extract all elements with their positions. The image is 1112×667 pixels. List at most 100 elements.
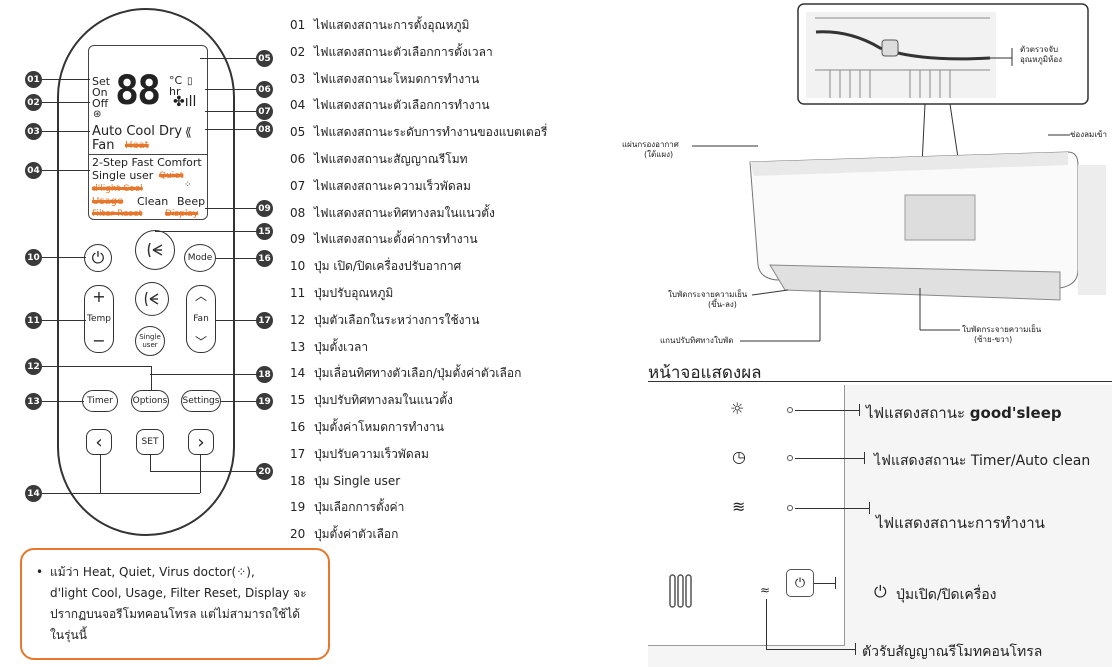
legend-number: 20 <box>290 527 306 542</box>
settings-label: Settings <box>182 396 220 406</box>
timer-label: Timer <box>87 396 113 406</box>
single-user-button[interactable]: Single user <box>135 326 165 356</box>
swing-direction-button[interactable] <box>135 282 169 316</box>
swing-direction-icon <box>144 291 159 307</box>
options-label: Options <box>132 396 168 406</box>
leader-20-v <box>150 455 151 471</box>
note-line-2: d'light Cool, Usage, Filter Reset, Displ… <box>50 586 307 600</box>
user-label: user <box>142 341 158 349</box>
leader-operation <box>795 508 870 509</box>
timer-icon: ◷ <box>732 447 746 466</box>
single-label: Single <box>139 333 161 341</box>
legend-number: 16 <box>290 420 306 434</box>
callout-13: 13 <box>25 393 42 410</box>
legend-number: 08 <box>290 205 306 220</box>
leader-04 <box>42 170 90 171</box>
leader-08 <box>205 129 258 130</box>
leader-20 <box>150 471 258 472</box>
lcd-usage: Usage <box>92 196 124 207</box>
legend-number: 02 <box>290 44 306 59</box>
receiver-label: ตัวรับสัญญาณรีโมทคอนโทรล <box>862 644 1043 660</box>
plus-icon: + <box>92 287 106 306</box>
lcd-unit-hr: hr <box>169 85 181 98</box>
legend-text: ไฟแสดงสถานะความเร็วพัดลม <box>314 178 471 193</box>
power-button[interactable]: ⏻ <box>84 244 112 272</box>
leader-07 <box>205 111 258 112</box>
callout-09: 09 <box>256 200 273 217</box>
power-symbol-icon: ⏻ <box>874 582 887 601</box>
leader-power-tick <box>835 577 836 589</box>
leader-receiver-tick <box>855 643 856 655</box>
legend-number: 10 <box>290 259 306 274</box>
leader-05 <box>200 58 258 59</box>
clock-icon: ⊛ <box>93 109 102 120</box>
temp-label: Temp <box>87 314 111 324</box>
bullet-icon: • <box>36 565 44 579</box>
leader-good-sleep <box>795 410 860 411</box>
blade-label: ใบพัดกระจายความเย็น(ขึ้น-ลง) <box>668 290 748 309</box>
legend-text: ไฟแสดงสถานะตัวเลือกการทำงาน <box>314 98 490 113</box>
mode-button[interactable]: Mode <box>184 244 216 272</box>
legend-text: ปุ่มเลือกการตั้งค่า <box>314 500 405 515</box>
ac-unit-illustration <box>692 3 1106 342</box>
legend-text: ไฟแสดงสถานะการตั้งอุณหภูมิ <box>314 18 470 32</box>
blade-shaft-label: แกนปรับทิศทางใบพัด <box>660 336 734 345</box>
power-icon: ⏻ <box>91 248 105 267</box>
fan-button[interactable]: ︿ Fan ﹀ <box>186 285 216 353</box>
legend-text: ไฟแสดงสถานะตัวเลือกการตั้งเวลา <box>314 44 493 59</box>
timer-button[interactable]: Timer <box>82 390 118 412</box>
legend-text: ปุ่มปรับอุณหภูมิ <box>314 286 394 300</box>
lcd-dlight-cool: d'light Cool <box>92 184 143 194</box>
set-button[interactable]: SET <box>136 429 164 455</box>
louver-label: ใบพัดกระจายความเย็น(ซ้าย-ขวา) <box>962 325 1042 344</box>
temp-button[interactable]: + Temp − <box>84 285 114 353</box>
callout-20: 20 <box>256 463 273 480</box>
settings-button[interactable]: Settings <box>181 390 221 412</box>
leader-13 <box>42 401 84 402</box>
legend-text: ไฟแสดงสถานะตั้งค่าการทำงาน <box>314 232 478 247</box>
callout-01: 01 <box>25 71 42 88</box>
left-button[interactable]: ‹ <box>86 429 112 455</box>
options-button[interactable]: Options <box>131 390 169 412</box>
virus-doctor-icon: ⁘ <box>236 565 247 579</box>
leader-14-h <box>100 493 200 494</box>
legend-text: ปุ่มเลื่อนทิศทางตัวเลือก/ปุ่มตั้งค่าตัวเ… <box>314 366 522 381</box>
chevron-right-icon: › <box>197 431 205 453</box>
leader-14-v1 <box>100 455 101 493</box>
leader-06 <box>205 89 258 90</box>
vertical-swing-icon: ⟪ <box>185 125 192 139</box>
lcd-options-line1: 2-Step Fast Comfort <box>92 156 202 169</box>
panel-power-button[interactable]: ⏻ <box>786 569 814 597</box>
legend-number: 01 <box>290 18 306 32</box>
callout-03: 03 <box>25 123 42 140</box>
timer-led <box>787 455 793 461</box>
swing-icon <box>147 242 163 258</box>
legend-number: 11 <box>290 286 306 300</box>
lcd-set: Set <box>92 75 111 88</box>
callout-11: 11 <box>25 312 42 329</box>
leader-operation-tick <box>869 502 870 514</box>
vertical-swing-button[interactable] <box>135 230 175 270</box>
leader-14-v2 <box>200 455 201 493</box>
lcd-display: Display <box>165 209 199 219</box>
legend-number: 03 <box>290 71 306 86</box>
callout-12: 12 <box>25 358 42 375</box>
good-sleep-label: ไฟแสดงสถานะ good'sleep <box>866 404 1062 422</box>
lcd-digits: 88 <box>115 68 161 114</box>
right-button[interactable]: › <box>188 429 214 455</box>
legend-number: 09 <box>290 232 306 247</box>
lcd-fan: Fan <box>92 138 115 153</box>
leader-12 <box>42 366 152 367</box>
legend-number: 15 <box>290 393 306 408</box>
leader-good-sleep-tick <box>859 404 860 416</box>
lcd-clean: Clean <box>137 195 169 208</box>
